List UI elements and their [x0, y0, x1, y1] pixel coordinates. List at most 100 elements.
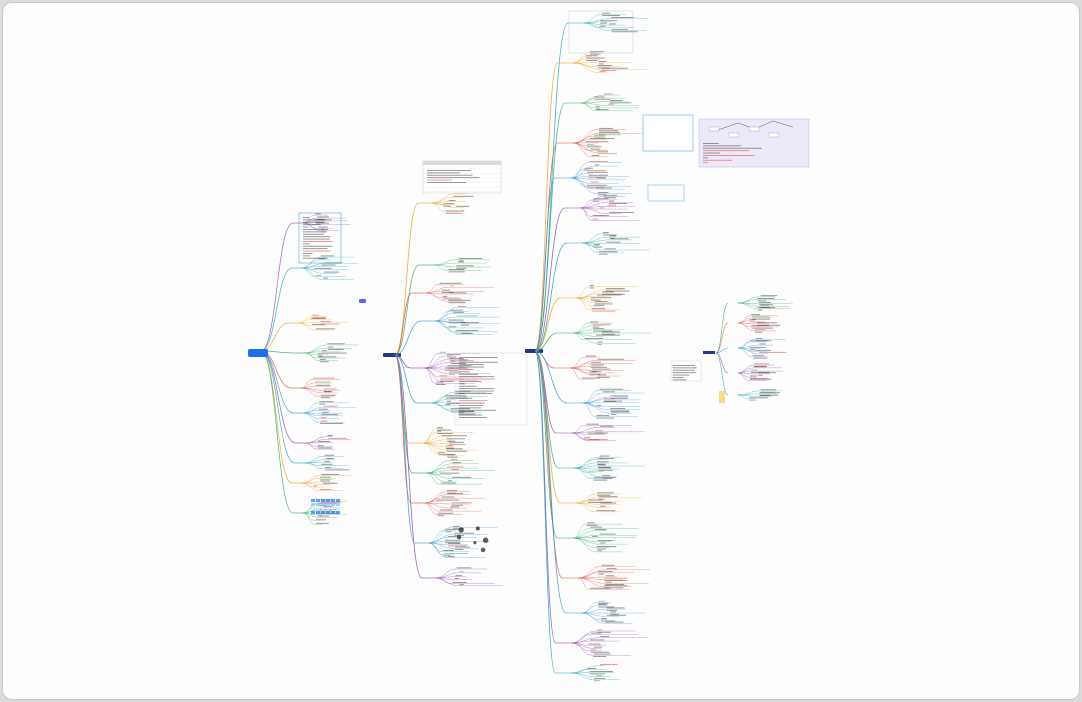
left-grid-cell [321, 499, 325, 502]
center-branch-line [394, 354, 416, 544]
right-leaf-link [576, 493, 597, 504]
center-box-text [459, 361, 498, 363]
right-leaf-label [588, 174, 609, 176]
right-leaf-label [598, 498, 605, 500]
mindmap-diagram [260, 10, 810, 682]
left-grid-cell [336, 499, 340, 502]
right-leaf-label [598, 467, 612, 469]
left-grid-cell [316, 507, 320, 510]
right-leaf-label [605, 288, 625, 290]
right-leaf-label [606, 609, 617, 611]
right-leaf-label [610, 613, 619, 615]
far-right-box-text [673, 377, 684, 378]
center-box-text [459, 414, 483, 416]
center-branch-line [394, 320, 422, 356]
center-leaf-label [449, 309, 463, 311]
far-right-leaf-label [749, 346, 766, 348]
left-leaf-label [319, 488, 332, 490]
left-leaf-link [302, 267, 323, 280]
far-right-leaf-link [737, 302, 757, 309]
center-leaf-label [452, 311, 465, 313]
right-leaf-label [596, 109, 609, 111]
right-leaf-label [609, 100, 623, 101]
right-leaf-label [596, 548, 607, 550]
right-leaf-label [596, 415, 610, 417]
left-grid-cell [326, 511, 330, 514]
far-right-box-text [673, 372, 696, 374]
center-leaf-label [444, 404, 451, 406]
right-leaf-label [589, 371, 597, 373]
center-leaf-label [443, 203, 455, 205]
right-leaf-label [598, 573, 604, 575]
left-leaf-label [323, 405, 338, 407]
left-table-text [303, 241, 333, 242]
left-badge [359, 299, 366, 303]
center-leaf-link [428, 542, 448, 558]
right-leaf-label [596, 417, 614, 419]
right-leaf-link [583, 392, 602, 404]
center-leaf-label [445, 542, 461, 544]
left-grid-cell [311, 507, 315, 510]
right-leaf-label [586, 423, 599, 425]
center-box-text [459, 407, 482, 409]
right-leaf-link [583, 22, 611, 31]
center-leaf-link [424, 367, 436, 384]
center-leaf-label [455, 549, 464, 550]
center-box-text [459, 383, 465, 385]
right-leaf-label [602, 293, 626, 295]
left-leaf-label [315, 222, 329, 224]
center-leaf-label [460, 322, 480, 324]
center-leaf-link [432, 264, 456, 268]
center-box-text [459, 371, 470, 373]
left-branch-line [260, 267, 293, 352]
left-grid-cell [336, 503, 340, 506]
left-grid-cell [336, 511, 340, 514]
far-right-box-text [673, 379, 687, 381]
center-illustration-dot [473, 541, 477, 545]
center-leaf-label [446, 450, 468, 452]
right-leaf-label [597, 344, 602, 345]
center-leaf-label [448, 545, 467, 547]
root-node[interactable] [248, 349, 268, 357]
center-leaf-label [448, 319, 464, 321]
far-right-branch [715, 322, 729, 354]
left-leaf-link [302, 267, 315, 277]
right-leaf-link [572, 425, 586, 434]
left-leaf-label [325, 467, 331, 468]
right-leaf-label [598, 604, 607, 606]
right-leaf-label [598, 130, 619, 132]
center-box-text [459, 376, 495, 378]
left-branch-line [260, 322, 289, 352]
right-leaf-label [596, 510, 616, 512]
center-box-text [459, 385, 477, 387]
right-leaf-label [586, 146, 602, 148]
center-leaf-label [437, 515, 445, 517]
center-leaf-label [439, 282, 462, 284]
center-leaf-link [424, 353, 439, 369]
right-panel-text [703, 162, 709, 164]
left-leaf-label [320, 321, 331, 323]
center-leaf-link [432, 259, 458, 266]
far-right-branch [715, 352, 729, 396]
right-leaf-label [599, 207, 605, 209]
left-grid-cell [326, 499, 330, 502]
center-leaf-label [451, 502, 473, 504]
center-leaf-label [448, 302, 466, 304]
far-right-leaf-label [750, 340, 768, 342]
center-box-text [459, 405, 483, 406]
right-leaf-label [597, 191, 609, 193]
right-leaf-label [596, 457, 604, 459]
right-leaf-label [589, 671, 613, 672]
right-leaf-label [600, 22, 608, 24]
far-right-branch [715, 352, 729, 374]
left-leaf-label [323, 391, 331, 393]
far-right-leaf-label [758, 372, 776, 374]
left-leaf-link [303, 412, 319, 423]
center-leaf-label [443, 555, 451, 557]
left-leaf-label [323, 506, 333, 508]
center-leaf-link [428, 530, 445, 544]
center-leaf-link [424, 502, 439, 512]
left-table-text [303, 217, 310, 218]
center-leaf-label [438, 451, 445, 453]
